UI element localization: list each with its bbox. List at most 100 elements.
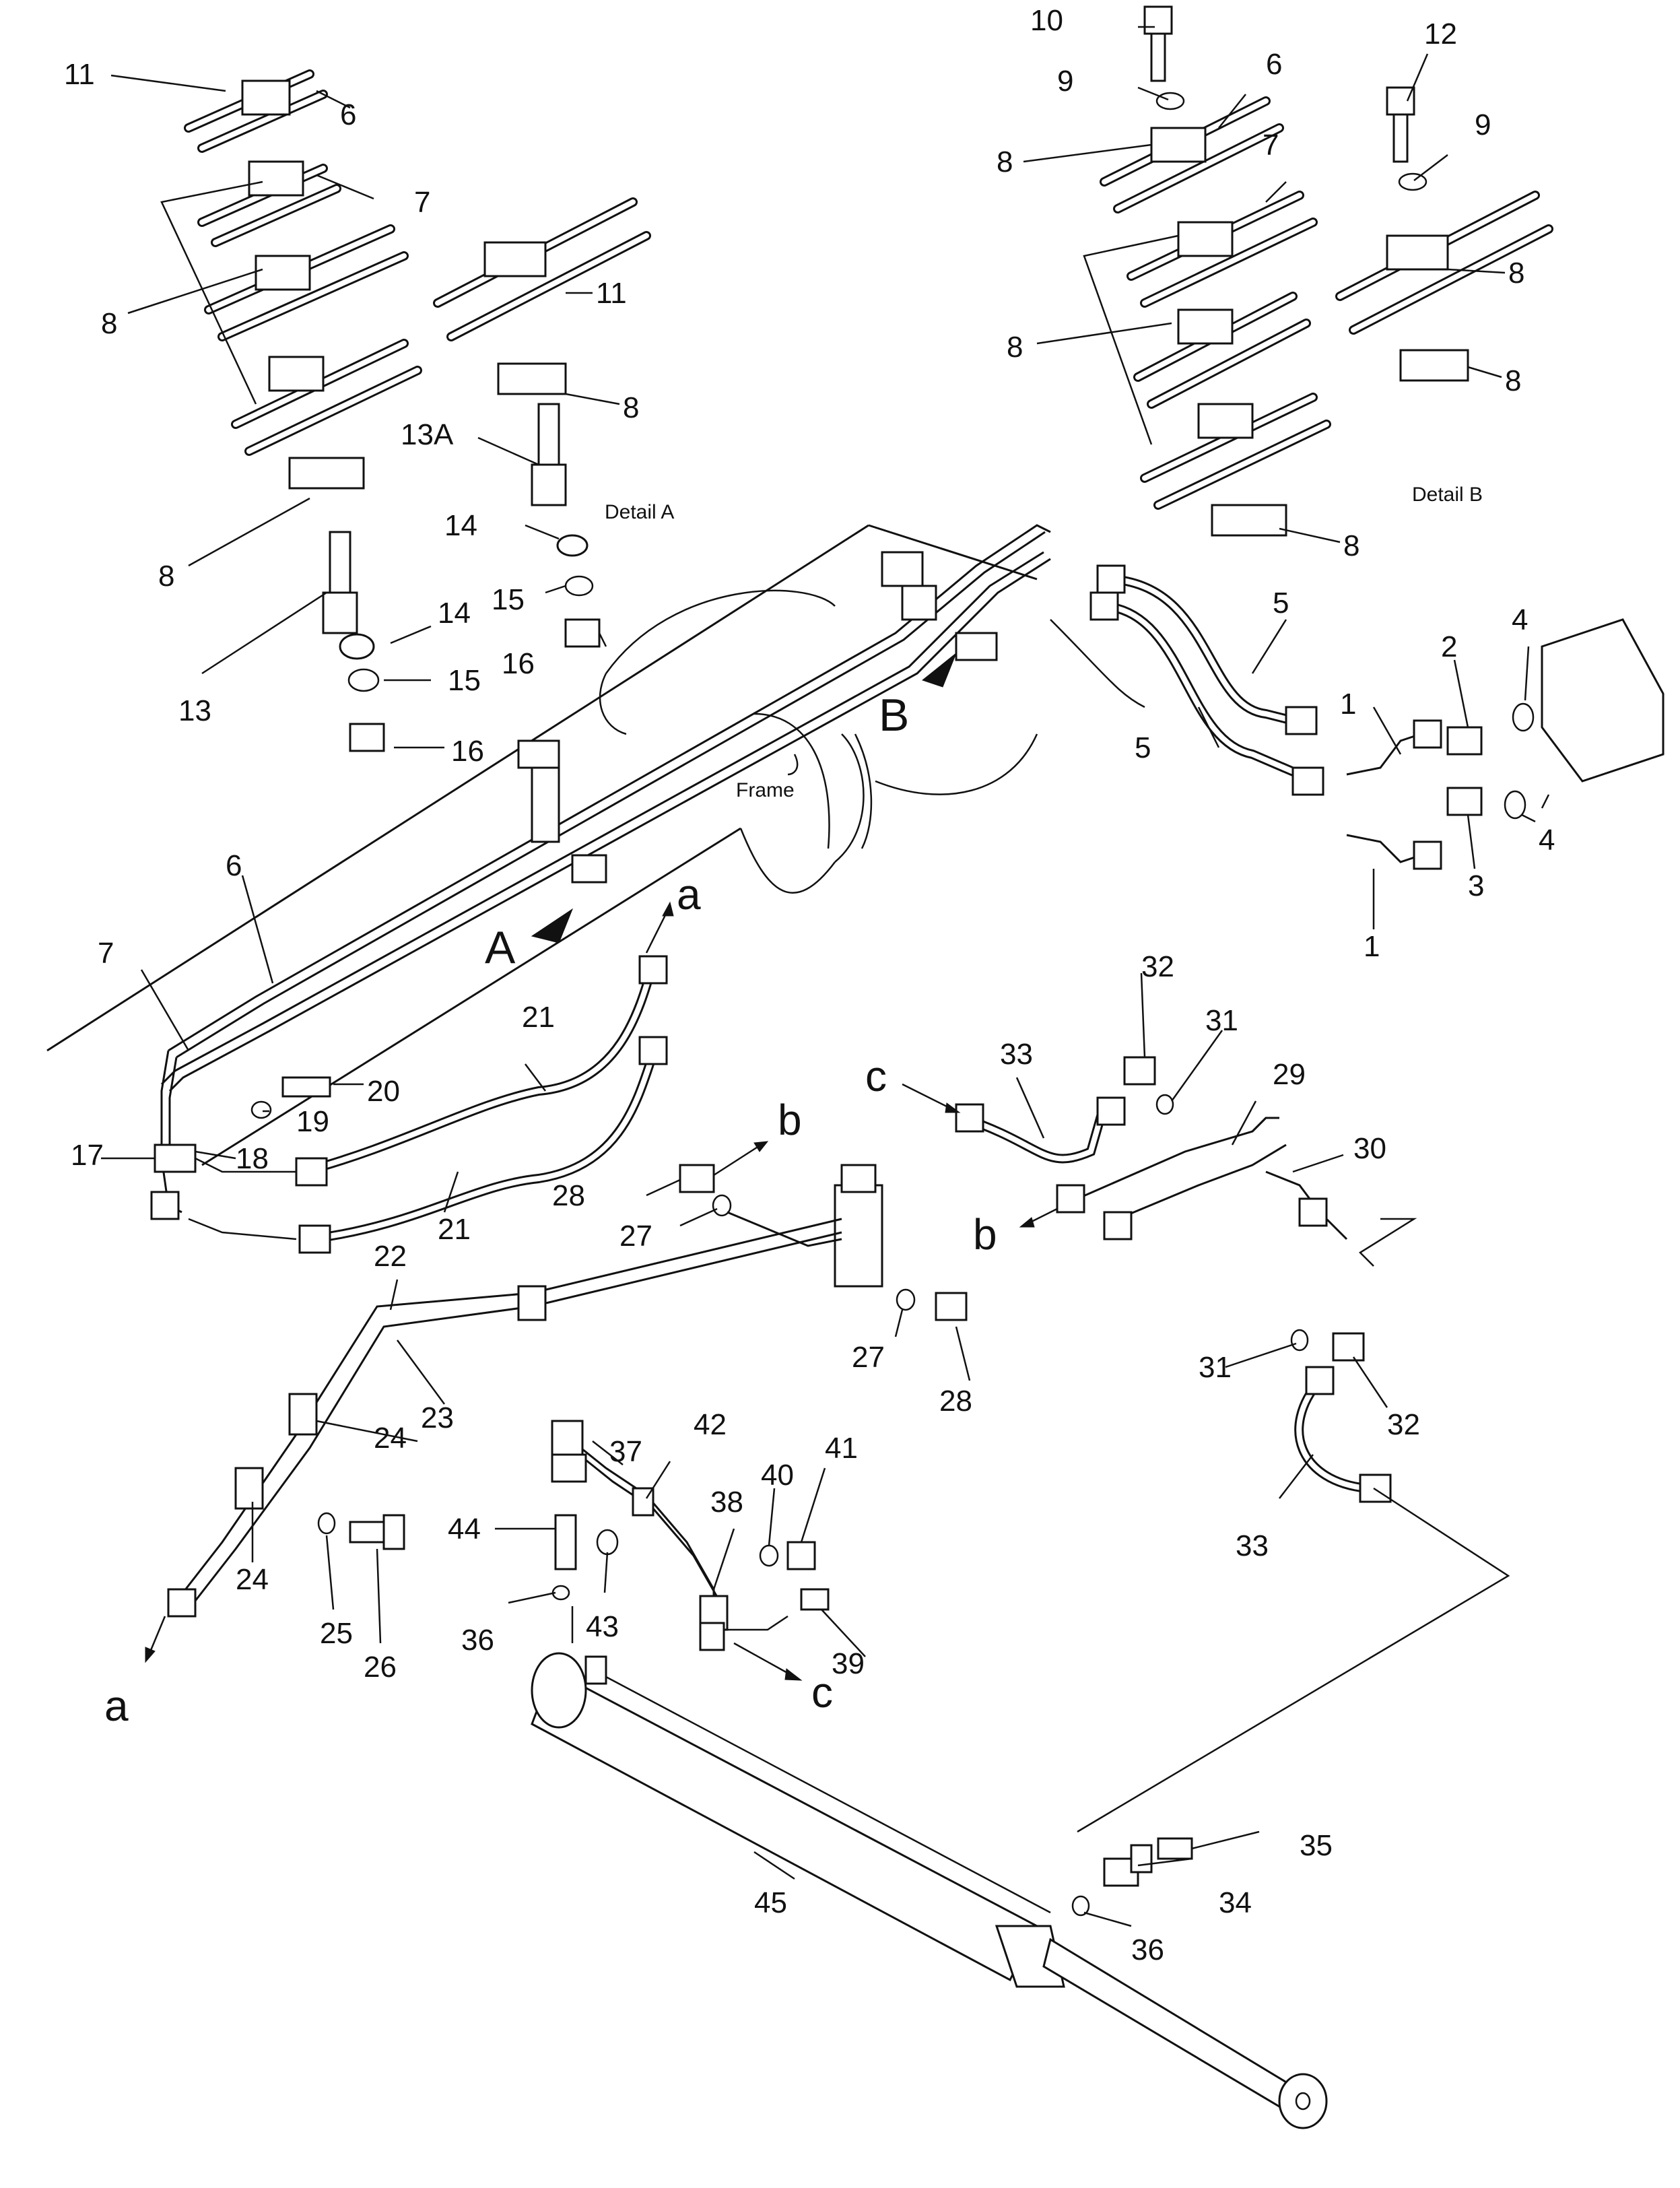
frame-caption: Frame bbox=[736, 779, 795, 801]
callout-33-lower: 33 bbox=[1236, 1529, 1269, 1562]
callout-6-detail-a: 6 bbox=[340, 98, 356, 131]
callout-38: 38 bbox=[710, 1486, 743, 1519]
callout-18: 18 bbox=[236, 1142, 269, 1175]
callout-8-detail-a-lower: 8 bbox=[158, 560, 174, 593]
leader-lines bbox=[101, 26, 1550, 1927]
frame-outline bbox=[46, 524, 1145, 1166]
callout-35: 35 bbox=[1300, 1829, 1333, 1862]
callout-5-lower: 5 bbox=[1135, 731, 1151, 764]
ref-letter-b-lower: b bbox=[973, 1210, 997, 1259]
callout-27-left: 27 bbox=[619, 1220, 652, 1253]
callout-1-upper: 1 bbox=[1340, 688, 1356, 721]
ref-letter-c-lower: c bbox=[811, 1668, 833, 1717]
callout-8-detail-b-mid: 8 bbox=[1007, 331, 1023, 364]
callout-32-upper: 32 bbox=[1141, 950, 1174, 983]
callout-45: 45 bbox=[754, 1886, 787, 1919]
callout-24-upper: 24 bbox=[374, 1422, 407, 1455]
callout-7-detail-a: 7 bbox=[414, 186, 430, 219]
callout-7-frame: 7 bbox=[98, 937, 114, 970]
callout-labels: 1 1 2 3 4 4 5 5 6 6 6 7 7 7 8 8 8 8 8 8 … bbox=[64, 4, 1555, 1966]
detail-a-assembly bbox=[160, 69, 651, 752]
callout-24-lower: 24 bbox=[236, 1563, 269, 1596]
ref-letter-b-upper: b bbox=[778, 1096, 802, 1144]
callout-25: 25 bbox=[320, 1617, 353, 1650]
callout-44: 44 bbox=[448, 1513, 481, 1546]
callout-16-lower: 16 bbox=[451, 735, 484, 768]
flow-reference-letters: a a b b c c bbox=[104, 870, 997, 1730]
callout-9-left: 9 bbox=[1057, 65, 1073, 98]
callout-13a: 13A bbox=[401, 418, 454, 451]
callout-31-lower: 31 bbox=[1199, 1351, 1232, 1384]
callout-8-detail-a-right: 8 bbox=[623, 391, 639, 424]
callout-4-upper: 4 bbox=[1512, 603, 1528, 636]
callout-10: 10 bbox=[1030, 4, 1063, 37]
callout-28-left: 28 bbox=[552, 1179, 585, 1212]
callout-34: 34 bbox=[1219, 1886, 1252, 1919]
callout-32-lower: 32 bbox=[1387, 1408, 1420, 1441]
callout-30: 30 bbox=[1353, 1132, 1386, 1165]
callout-6-detail-b: 6 bbox=[1266, 48, 1282, 81]
callout-14-upper: 14 bbox=[444, 509, 477, 542]
callout-21-upper: 21 bbox=[522, 1001, 555, 1034]
callout-3: 3 bbox=[1468, 869, 1484, 902]
callout-21-lower: 21 bbox=[438, 1213, 471, 1246]
callout-9-right: 9 bbox=[1475, 108, 1491, 141]
callout-12: 12 bbox=[1424, 18, 1457, 51]
callout-31-upper: 31 bbox=[1205, 1004, 1238, 1037]
callout-8-detail-a-upper: 8 bbox=[101, 307, 117, 340]
callout-43: 43 bbox=[586, 1610, 619, 1643]
lower-left-hose-group bbox=[188, 955, 668, 1254]
callout-5-upper: 5 bbox=[1273, 587, 1289, 620]
callout-28-right: 28 bbox=[939, 1385, 972, 1418]
callout-15-upper: 15 bbox=[492, 583, 525, 616]
view-letter-a: A bbox=[485, 922, 516, 973]
flow-arrows bbox=[145, 901, 1058, 1681]
view-letter-b: B bbox=[879, 690, 909, 741]
callout-29: 29 bbox=[1273, 1058, 1306, 1091]
ref-letter-a-lower: a bbox=[104, 1682, 129, 1730]
callout-37: 37 bbox=[609, 1435, 642, 1468]
callout-36-upper: 36 bbox=[461, 1624, 494, 1657]
callout-39: 39 bbox=[832, 1647, 865, 1680]
callout-20: 20 bbox=[367, 1075, 400, 1108]
ref-letter-c-upper: c bbox=[865, 1052, 887, 1100]
callout-7-detail-b: 7 bbox=[1263, 129, 1279, 162]
detail-b-caption: Detail B bbox=[1412, 484, 1483, 506]
right-hose-group bbox=[1089, 564, 1665, 870]
callout-4-lower: 4 bbox=[1539, 824, 1555, 857]
ref-letter-a-upper: a bbox=[677, 870, 701, 919]
view-arrow-a: A bbox=[485, 908, 574, 973]
pipes-22-26 bbox=[167, 1218, 842, 1618]
frame-clamps bbox=[150, 551, 998, 1220]
callout-40: 40 bbox=[761, 1459, 794, 1492]
callout-15-lower: 15 bbox=[448, 664, 481, 697]
callout-19: 19 bbox=[296, 1105, 329, 1138]
callout-36-lower: 36 bbox=[1131, 1933, 1164, 1966]
callout-2: 2 bbox=[1441, 630, 1457, 663]
callout-8-detail-b-right: 8 bbox=[1508, 257, 1524, 290]
callout-11-right: 11 bbox=[596, 277, 627, 310]
pipes-29-33 bbox=[955, 1056, 1510, 1833]
callout-23: 23 bbox=[421, 1401, 454, 1434]
callout-11-left: 11 bbox=[64, 58, 95, 91]
callout-13: 13 bbox=[178, 694, 211, 727]
callout-14-lower: 14 bbox=[438, 597, 471, 630]
detail-b-assembly bbox=[1083, 5, 1553, 537]
callout-42: 42 bbox=[694, 1408, 727, 1441]
center-valve-group bbox=[679, 1164, 968, 1321]
callout-8-detail-b-clamp: 8 bbox=[1505, 364, 1521, 397]
callout-6-frame: 6 bbox=[226, 849, 242, 882]
callout-41: 41 bbox=[825, 1432, 858, 1465]
callout-33-upper: 33 bbox=[1000, 1038, 1033, 1071]
callout-17: 17 bbox=[71, 1139, 104, 1172]
view-arrow-b: B bbox=[879, 652, 957, 741]
hydraulic-cylinder bbox=[531, 1606, 1328, 2129]
callout-22: 22 bbox=[374, 1240, 407, 1273]
detail-a-caption: Detail A bbox=[605, 501, 674, 523]
callout-8-detail-b-lower: 8 bbox=[1343, 529, 1359, 562]
callout-16-upper: 16 bbox=[502, 647, 535, 680]
callout-8-detail-b-upper: 8 bbox=[997, 145, 1013, 178]
callout-26: 26 bbox=[364, 1651, 397, 1684]
callout-1-lower: 1 bbox=[1364, 930, 1380, 963]
